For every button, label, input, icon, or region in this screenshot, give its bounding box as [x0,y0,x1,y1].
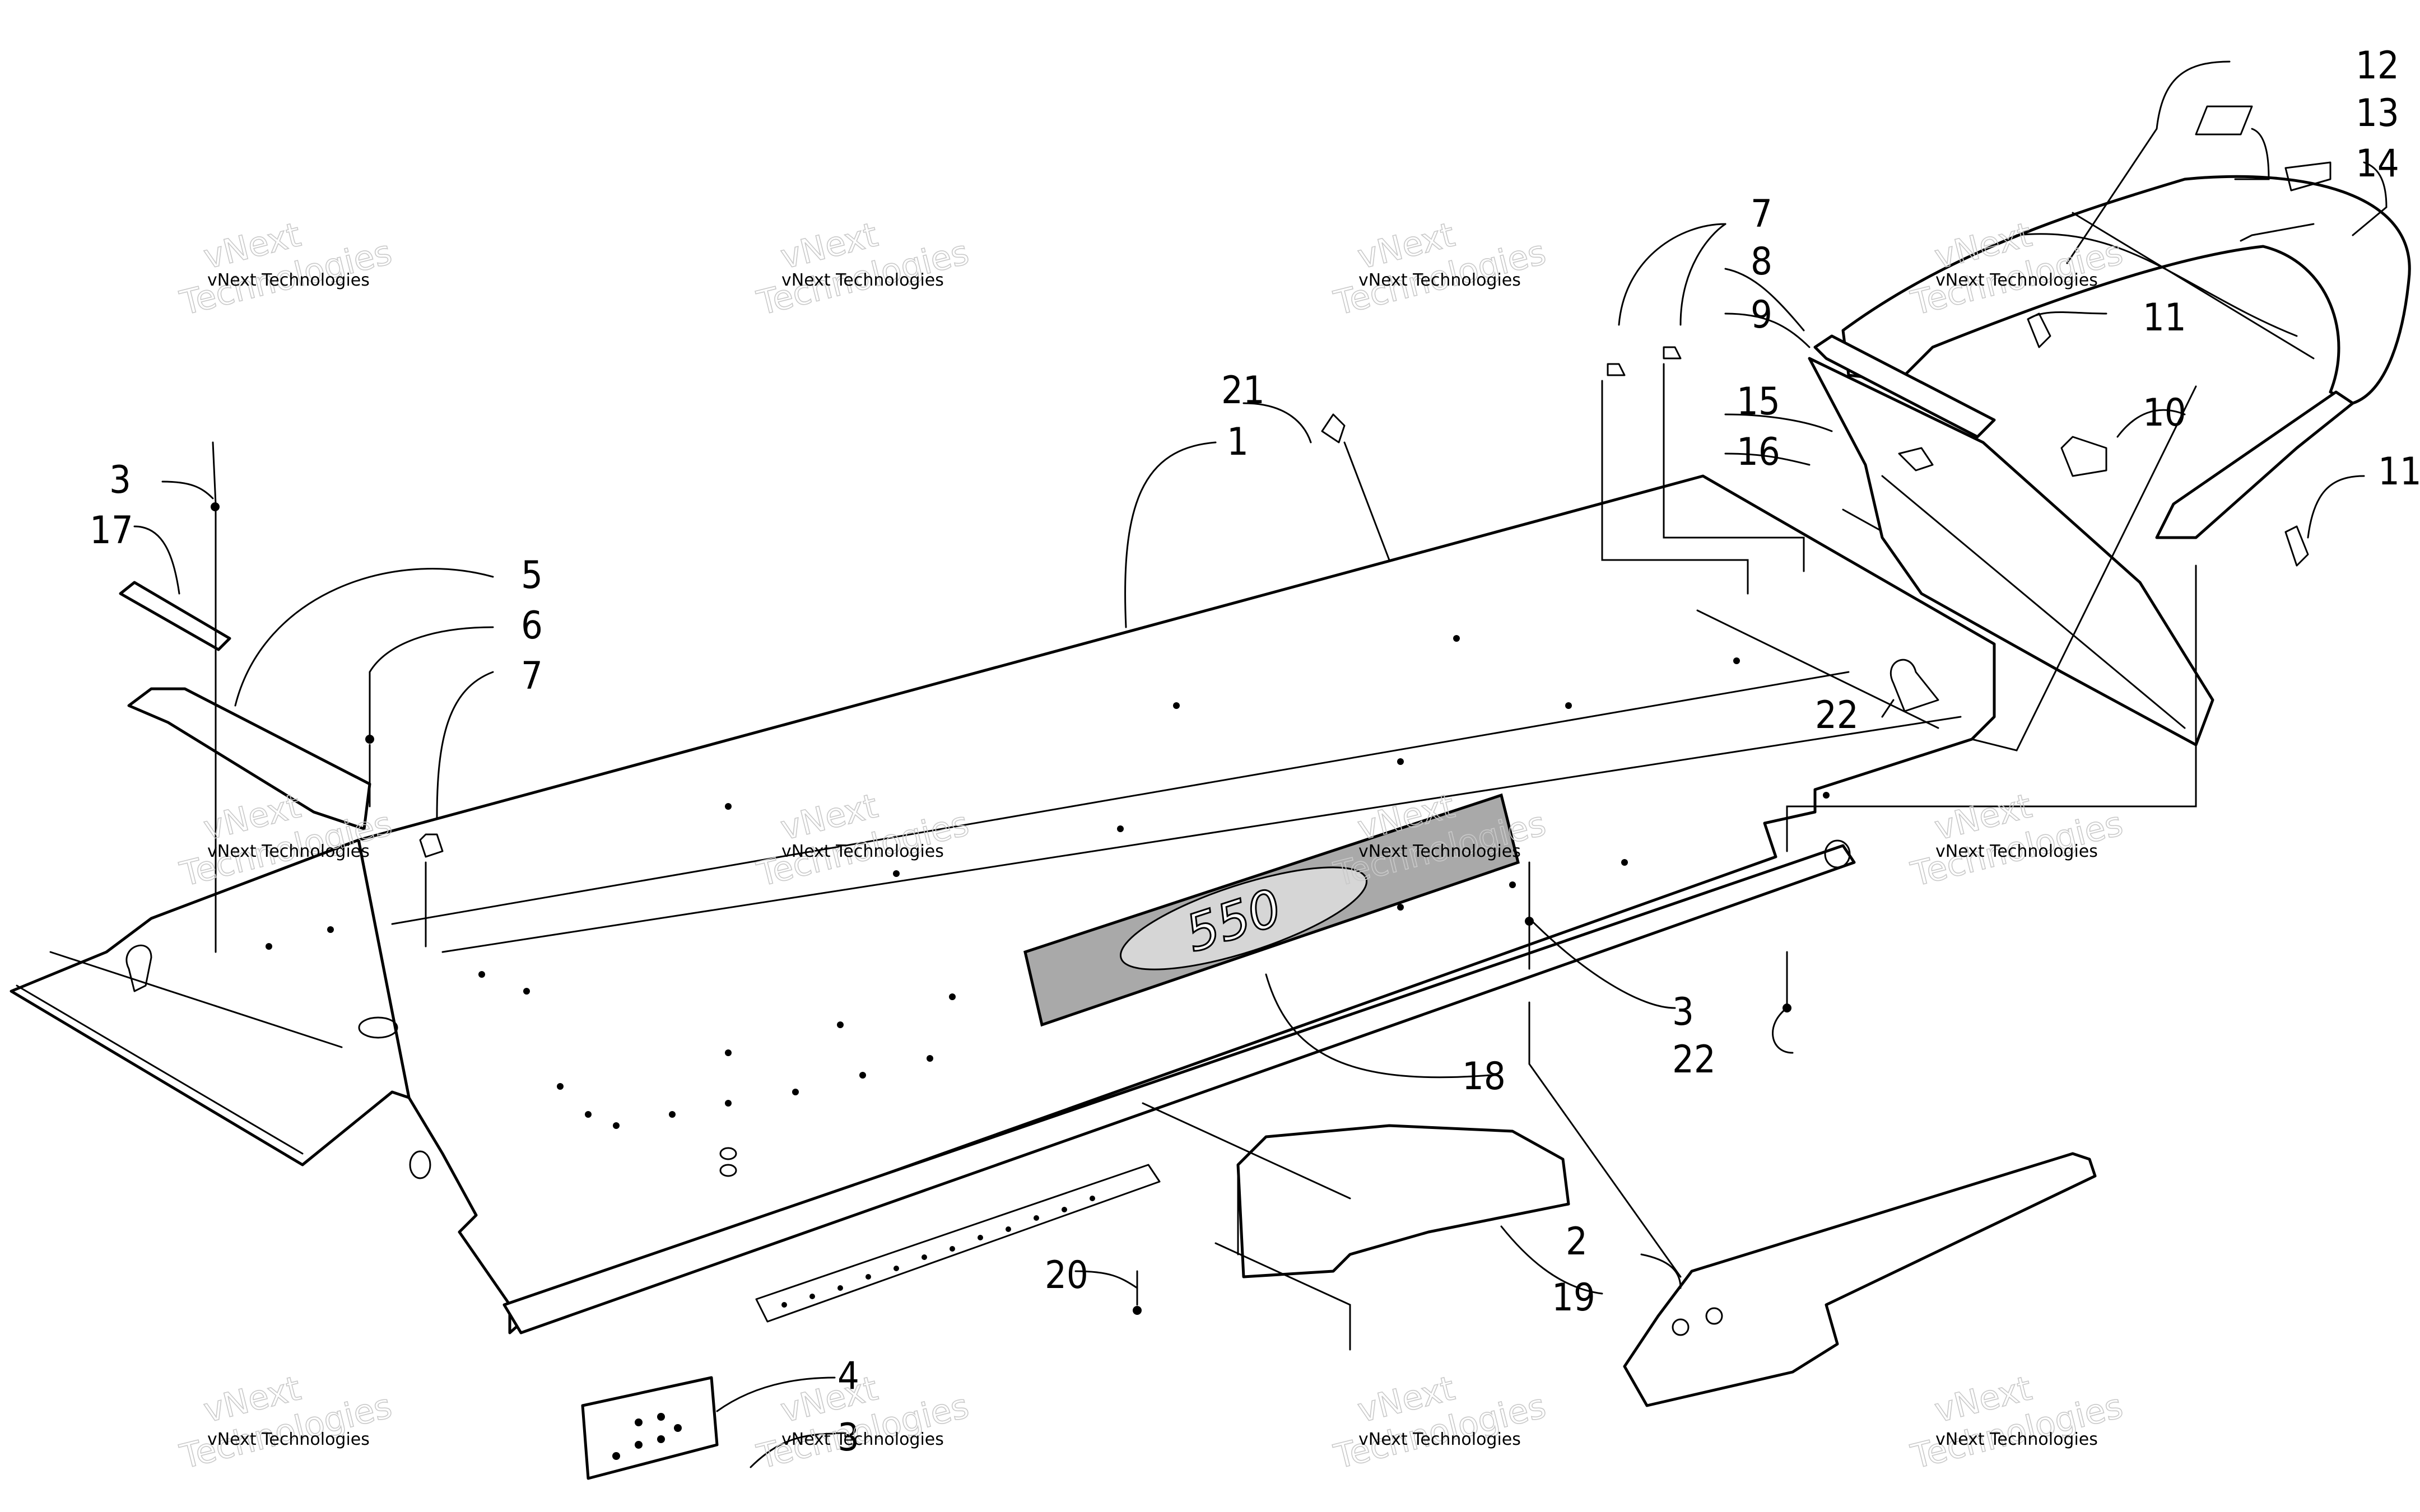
rear-flap [1808,357,2214,746]
label-12: 12 [2356,44,2399,88]
label-15: 15 [1737,380,1780,424]
watermark-small: vNext Technologies [781,270,944,290]
decal-550: 550 [1023,793,1520,1027]
label-5: 5 [521,553,543,598]
watermark-small: vNext Technologies [781,842,944,861]
assembly-lines [215,363,2197,1351]
mount-plate [581,1376,719,1480]
label-4: 4 [837,1354,859,1398]
label-18: 18 [1462,1054,1506,1099]
watermark-small: vNext Technologies [1358,842,1521,861]
step [1236,1124,1570,1278]
part-labels: 1 2 3 3 3 4 5 6 7 7 8 9 10 11 11 12 13 1… [90,44,2420,1460]
label-22b: 22 [1672,1038,1716,1082]
tunnel-holes [266,635,1830,1179]
running-board [502,839,1856,1334]
label-22a: 22 [1815,693,1859,738]
label-7a: 7 [521,654,543,698]
label-1: 1 [1227,420,1249,464]
label-20: 20 [1045,1253,1088,1298]
tunnel-perforations [755,1164,1161,1323]
label-11b: 11 [2378,450,2420,494]
label-3b: 3 [1672,990,1694,1034]
label-9: 9 [1751,293,1772,337]
leader-lines [133,60,2388,1468]
label-19: 19 [1552,1276,1595,1320]
label-21: 21 [1221,368,1265,413]
rear-bumper [1813,175,2411,539]
label-16: 16 [1737,430,1780,474]
label-11a: 11 [2143,296,2186,340]
watermark-small: vNext Technologies [207,1430,370,1449]
label-10: 10 [2143,391,2186,435]
label-14: 14 [2356,142,2399,186]
label-17: 17 [90,508,133,553]
watermark-small: vNext Technologies [207,842,370,861]
label-6: 6 [521,604,543,648]
watermark-small: vNext Technologies [207,270,370,290]
label-2: 2 [1566,1220,1588,1264]
bracket [1623,1152,2097,1407]
label-7b: 7 [1751,192,1772,236]
watermark-small: vNext Technologies [1935,270,2098,290]
label-3c: 3 [837,1416,859,1460]
watermark-small: vNext Technologies [1935,842,2098,861]
watermark-small: vNext Technologies [781,1430,944,1449]
watermark-small: vNext Technologies [1935,1430,2098,1449]
label-8: 8 [1751,240,1772,284]
watermark-small: vNext Technologies [1358,270,1521,290]
watermark-small: vNext Technologies [1358,1430,1521,1449]
label-13: 13 [2356,91,2399,136]
tunnel-rear-flap [10,838,411,1166]
label-3a: 3 [109,458,131,502]
